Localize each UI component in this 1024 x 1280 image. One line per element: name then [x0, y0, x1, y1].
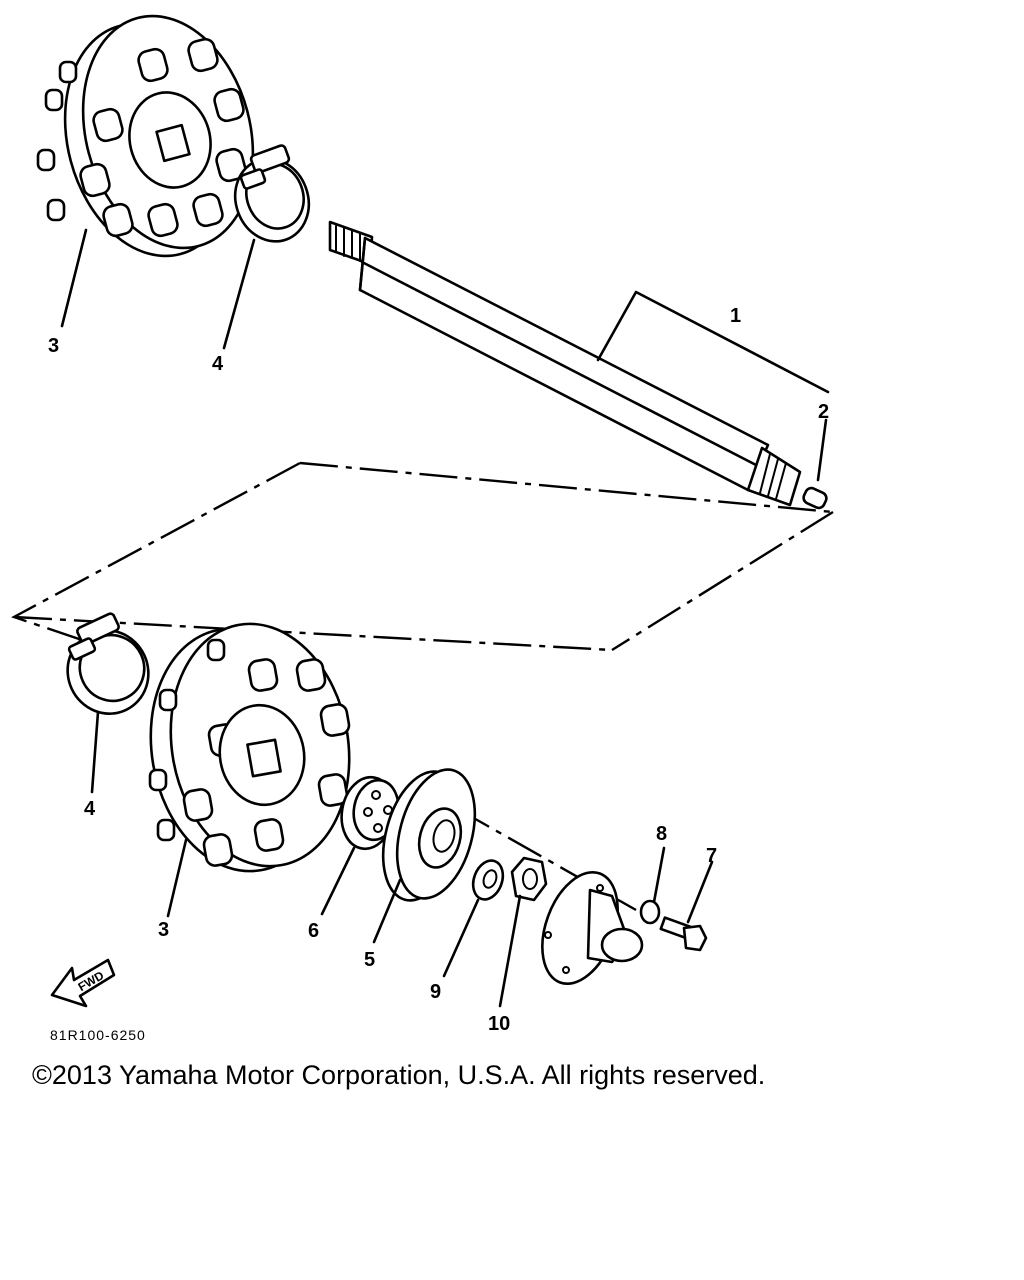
copyright-notice: ©2013 Yamaha Motor Corporation, U.S.A. A…: [32, 1060, 766, 1090]
callout-3-lower: 3: [158, 919, 169, 941]
callout-2: 2: [818, 401, 829, 423]
assembly-reference-lines: [11, 461, 834, 912]
lower-sprocket: [148, 622, 351, 873]
callout-8: 8: [656, 823, 667, 845]
upper-hose-clamp: [233, 144, 311, 243]
lower-hose-clamp: [66, 612, 150, 715]
callout-5: 5: [364, 949, 375, 971]
bearing: [340, 775, 400, 851]
bearing-flange: [381, 768, 477, 902]
drive-shaft: [328, 220, 802, 507]
upper-sprocket: [36, 14, 255, 258]
bolt: [659, 916, 708, 952]
axle-bracket: [541, 870, 644, 986]
washer: [471, 859, 505, 901]
callout-10: 10: [488, 1013, 510, 1035]
leader-lines: [60, 228, 830, 1008]
callout-6: 6: [308, 920, 319, 942]
callout-9: 9: [430, 981, 441, 1003]
callout-4-upper: 4: [212, 353, 224, 375]
callout-3-upper: 3: [48, 335, 59, 357]
callout-1: 1: [730, 305, 741, 327]
nut: [510, 856, 548, 902]
fwd-arrow-icon: FWD: [50, 958, 116, 1008]
diagram-code: 81R100-6250: [50, 1027, 146, 1043]
callout-4-lower: 4: [84, 798, 96, 820]
callout-7: 7: [706, 845, 717, 867]
lock-washer: [639, 899, 661, 925]
shaft-pin: [802, 486, 828, 510]
